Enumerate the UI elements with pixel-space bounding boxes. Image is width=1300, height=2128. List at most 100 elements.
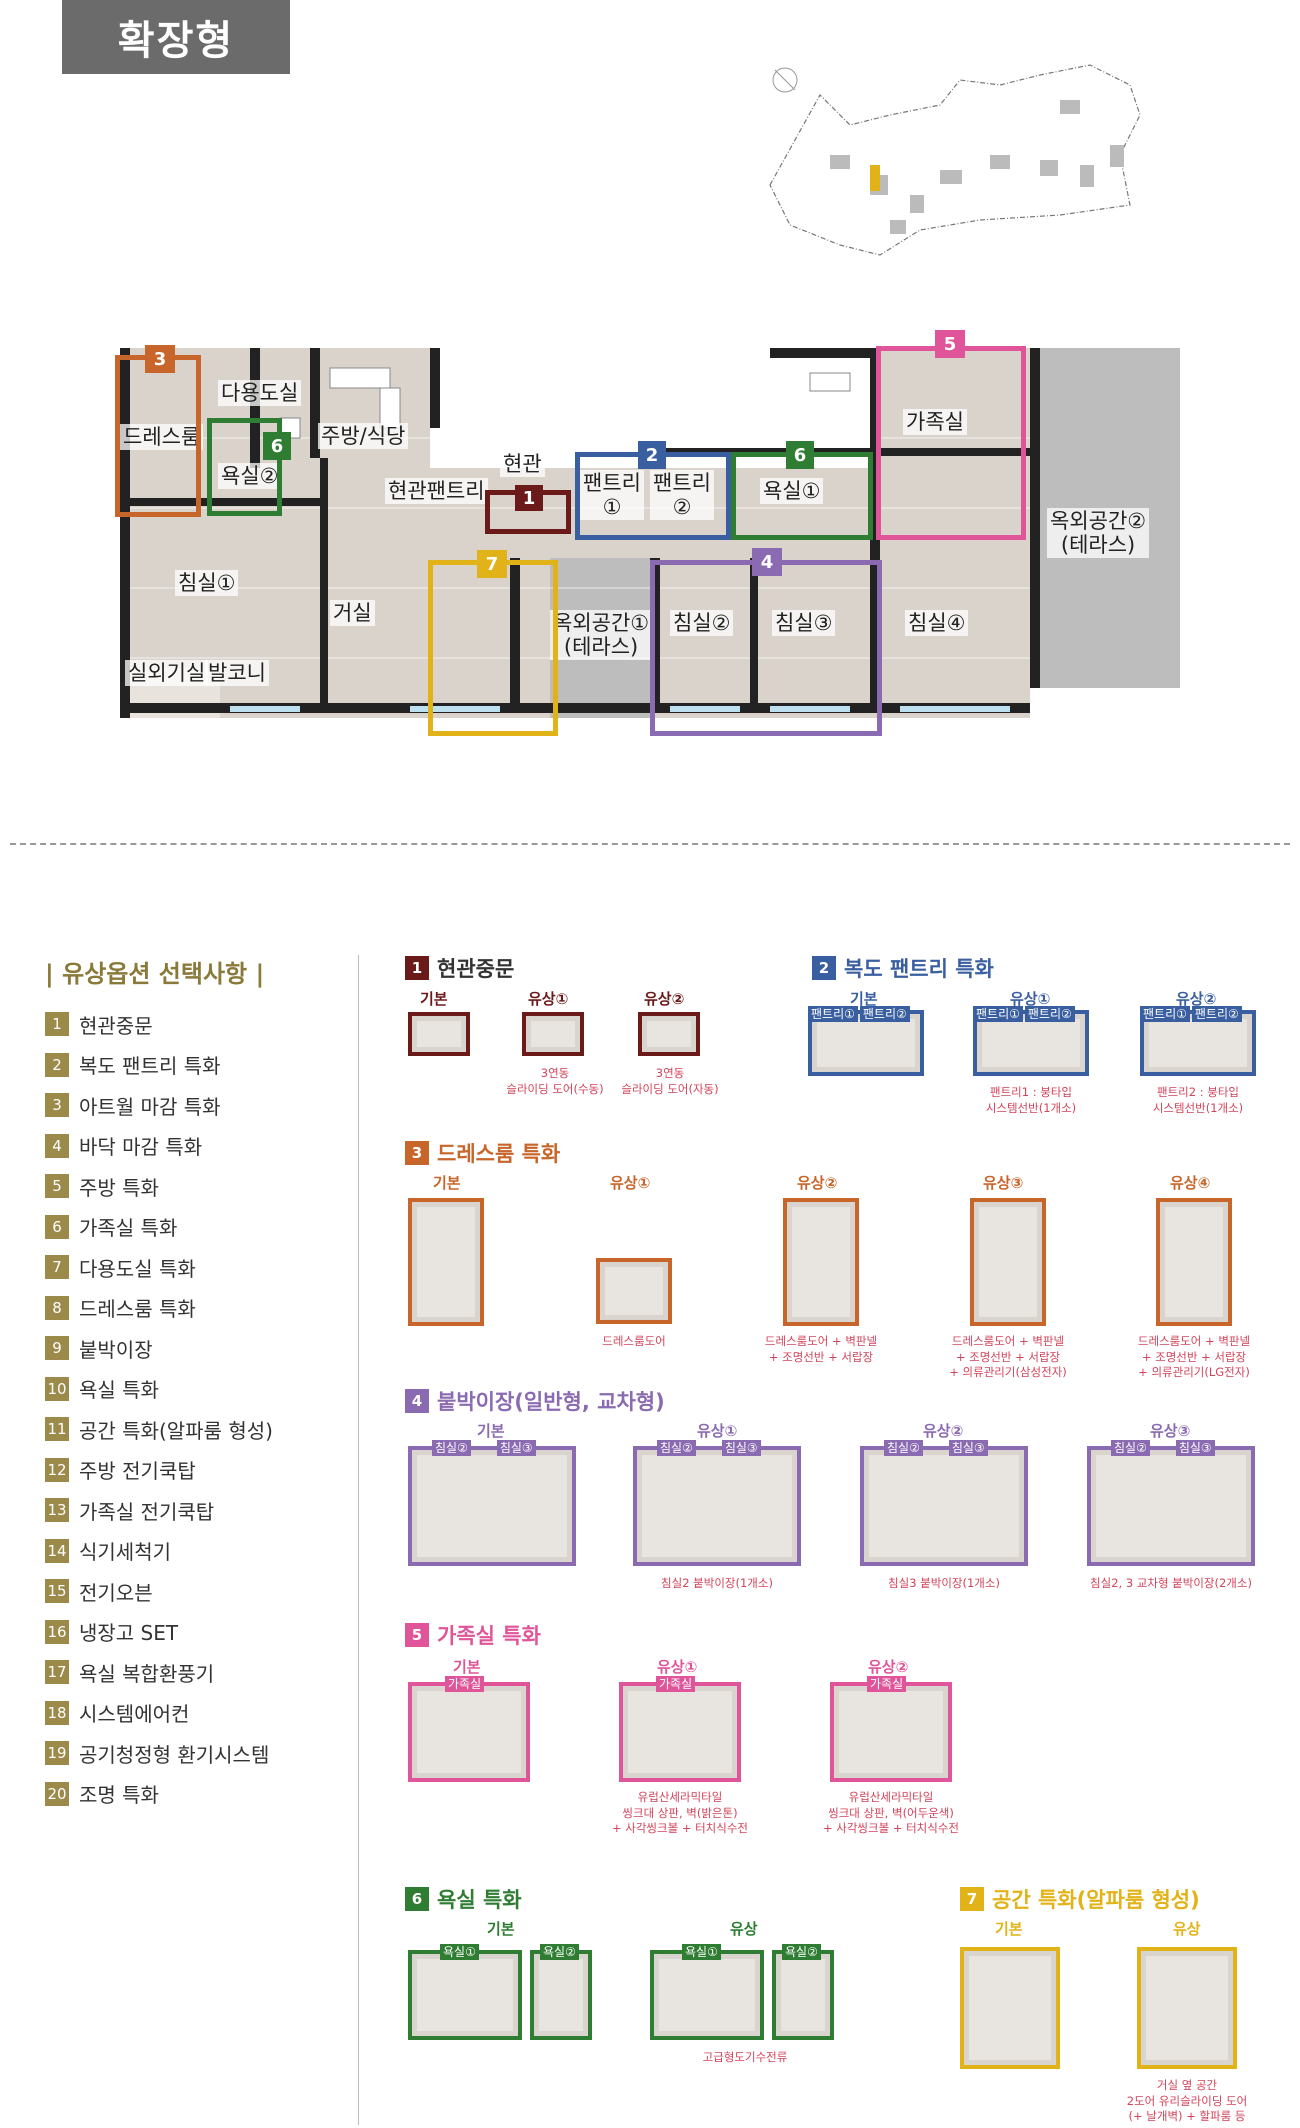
room-entrance-pantry: 현관팬트리 bbox=[385, 478, 488, 505]
site-map bbox=[769, 64, 1141, 256]
divider bbox=[10, 843, 1290, 845]
s6-base-bath1 bbox=[408, 1950, 522, 2040]
option-number: 4 bbox=[45, 1133, 69, 1158]
option-number: 3 bbox=[45, 1093, 69, 1117]
option-label: 가족실 전기쿡탑 bbox=[79, 1499, 215, 1524]
highlight-7 bbox=[428, 560, 558, 736]
s4-chip-1: 침실② bbox=[884, 1440, 923, 1456]
s3-opt4-thumb bbox=[1156, 1198, 1232, 1326]
room-bed1: 침실① bbox=[175, 570, 239, 597]
option-number: 9 bbox=[45, 1336, 69, 1360]
s3-base-thumb bbox=[408, 1198, 484, 1326]
option-number: 20 bbox=[45, 1781, 69, 1806]
section-3-title: 드레스룸 특화 bbox=[437, 1142, 561, 1166]
room-bath2: 욕실② bbox=[218, 463, 282, 490]
s1-opt1-thumb bbox=[522, 1012, 584, 1056]
option-number: 14 bbox=[45, 1538, 69, 1563]
option-label: 냉장고 SET bbox=[79, 1621, 179, 1645]
s2-chip-2: 팬트리② bbox=[859, 1006, 910, 1022]
s3-opt2-note: 드레스룸도어 + 벽판넬 + 조명선반 + 서랍장 bbox=[764, 1334, 878, 1364]
s5-base-label: 기본 bbox=[453, 1658, 481, 1676]
s2-chip-1: 팬트리① bbox=[1140, 1006, 1190, 1022]
s6-chip-opt-2: 욕실② bbox=[782, 1944, 821, 1960]
option-label: 복도 팬트리 특화 bbox=[79, 1054, 221, 1078]
room-family: 가족실 bbox=[903, 409, 967, 436]
section-2-number: 2 bbox=[812, 956, 836, 980]
s4-opt3-thumb bbox=[1087, 1446, 1255, 1566]
option-number: 13 bbox=[45, 1498, 69, 1522]
s7-base-label: 기본 bbox=[995, 1920, 1023, 1938]
room-terrace1: 옥외공간① (테라스) bbox=[550, 610, 653, 661]
section-4-title: 붙박이장(일반형, 교차형) bbox=[437, 1390, 665, 1414]
tag-6a: 6 bbox=[263, 432, 291, 460]
option-number: 2 bbox=[45, 1052, 69, 1077]
s4-opt1-label: 유상① bbox=[697, 1422, 738, 1440]
option-label: 공기청정형 환기시스템 bbox=[79, 1742, 270, 1767]
section-1-title: 현관중문 bbox=[437, 957, 515, 981]
s4-opt3-note: 침실2, 3 교차형 붙박이장(2개소) bbox=[1090, 1576, 1252, 1590]
s2-chip-2: 팬트리② bbox=[1191, 1006, 1242, 1022]
s3-opt3-note: 드레스룸도어 + 벽판넬 + 조명선반 + 서랍장 + 의류관리기(삼성전자) bbox=[949, 1334, 1067, 1380]
option-label: 시스템에어컨 bbox=[79, 1702, 190, 1726]
highlight-3 bbox=[115, 355, 201, 517]
option-label: 전기오븐 bbox=[79, 1580, 153, 1605]
s3-opt4-label: 유상④ bbox=[1170, 1174, 1211, 1192]
s6-opt1-note: 고급형도기수전류 bbox=[702, 2050, 788, 2064]
s5-chip-base: 가족실 bbox=[445, 1676, 485, 1692]
room-pantry2: 팬트리 ② bbox=[650, 470, 714, 521]
option-label: 공간 특화(알파룸 형성) bbox=[79, 1418, 273, 1443]
s3-opt2-thumb bbox=[783, 1198, 859, 1326]
section-2-title: 복도 팬트리 특화 bbox=[844, 957, 994, 981]
tag-2: 2 bbox=[638, 441, 666, 469]
s4-chip-2: 침실③ bbox=[1175, 1440, 1215, 1456]
s5-base-thumb bbox=[408, 1682, 530, 1782]
s3-opt2-label: 유상② bbox=[797, 1174, 838, 1192]
option-item: 16 냉장고 SET bbox=[45, 1618, 178, 1646]
s7-base-thumb bbox=[960, 1947, 1060, 2069]
s2-opt1-label: 유상① bbox=[1010, 990, 1051, 1008]
tag-3: 3 bbox=[145, 345, 175, 373]
s6-base-label: 기본 bbox=[487, 1920, 515, 1938]
s1-opt2-thumb bbox=[638, 1012, 700, 1056]
option-number: 16 bbox=[45, 1619, 69, 1644]
option-number: 10 bbox=[45, 1376, 69, 1401]
s3-opt1-label: 유상① bbox=[610, 1174, 651, 1192]
s1-opt1-label: 유상① bbox=[528, 990, 569, 1008]
option-label: 욕실 특화 bbox=[79, 1378, 159, 1402]
s4-opt2-label: 유상② bbox=[923, 1422, 964, 1440]
s6-opt-bath1 bbox=[650, 1950, 764, 2040]
s2-base-label: 기본 bbox=[850, 990, 878, 1008]
s2-chip-1: 팬트리① bbox=[973, 1006, 1023, 1022]
s4-chip-1: 침실② bbox=[432, 1440, 471, 1456]
section-2-header: 2 복도 팬트리 특화 bbox=[812, 953, 994, 983]
s6-chip-base-2: 욕실② bbox=[540, 1944, 579, 1960]
option-item: 2 복도 팬트리 특화 bbox=[45, 1051, 221, 1079]
room-balcony: 발코니 bbox=[205, 660, 269, 687]
section-6-title: 욕실 특화 bbox=[437, 1888, 522, 1912]
option-number: 5 bbox=[45, 1174, 69, 1198]
room-living: 거실 bbox=[330, 600, 375, 627]
option-label: 바닥 마감 특화 bbox=[79, 1135, 203, 1159]
section-5-title: 가족실 특화 bbox=[437, 1624, 541, 1648]
option-label: 드레스룸 특화 bbox=[79, 1297, 196, 1321]
option-item: 4 바닥 마감 특화 bbox=[45, 1132, 202, 1160]
s5-opt1-note: 유럽산세라믹타일 씽크대 상판, 벽(밝은톤) + 사각씽크볼 + 터치식수전 bbox=[611, 1790, 749, 1836]
s2-opt1-note: 팬트리1 : 붕타입 시스템선반(1개소) bbox=[985, 1085, 1077, 1115]
s3-opt3-thumb bbox=[970, 1198, 1046, 1326]
s1-base-label: 기본 bbox=[420, 990, 448, 1008]
s7-opt1-note: 거실 옆 공간 2도어 유리슬라이딩 도어 (+ 날개벽) + 할파룸 등 bbox=[1126, 2078, 1248, 2124]
section-7-number: 7 bbox=[960, 1887, 984, 1911]
